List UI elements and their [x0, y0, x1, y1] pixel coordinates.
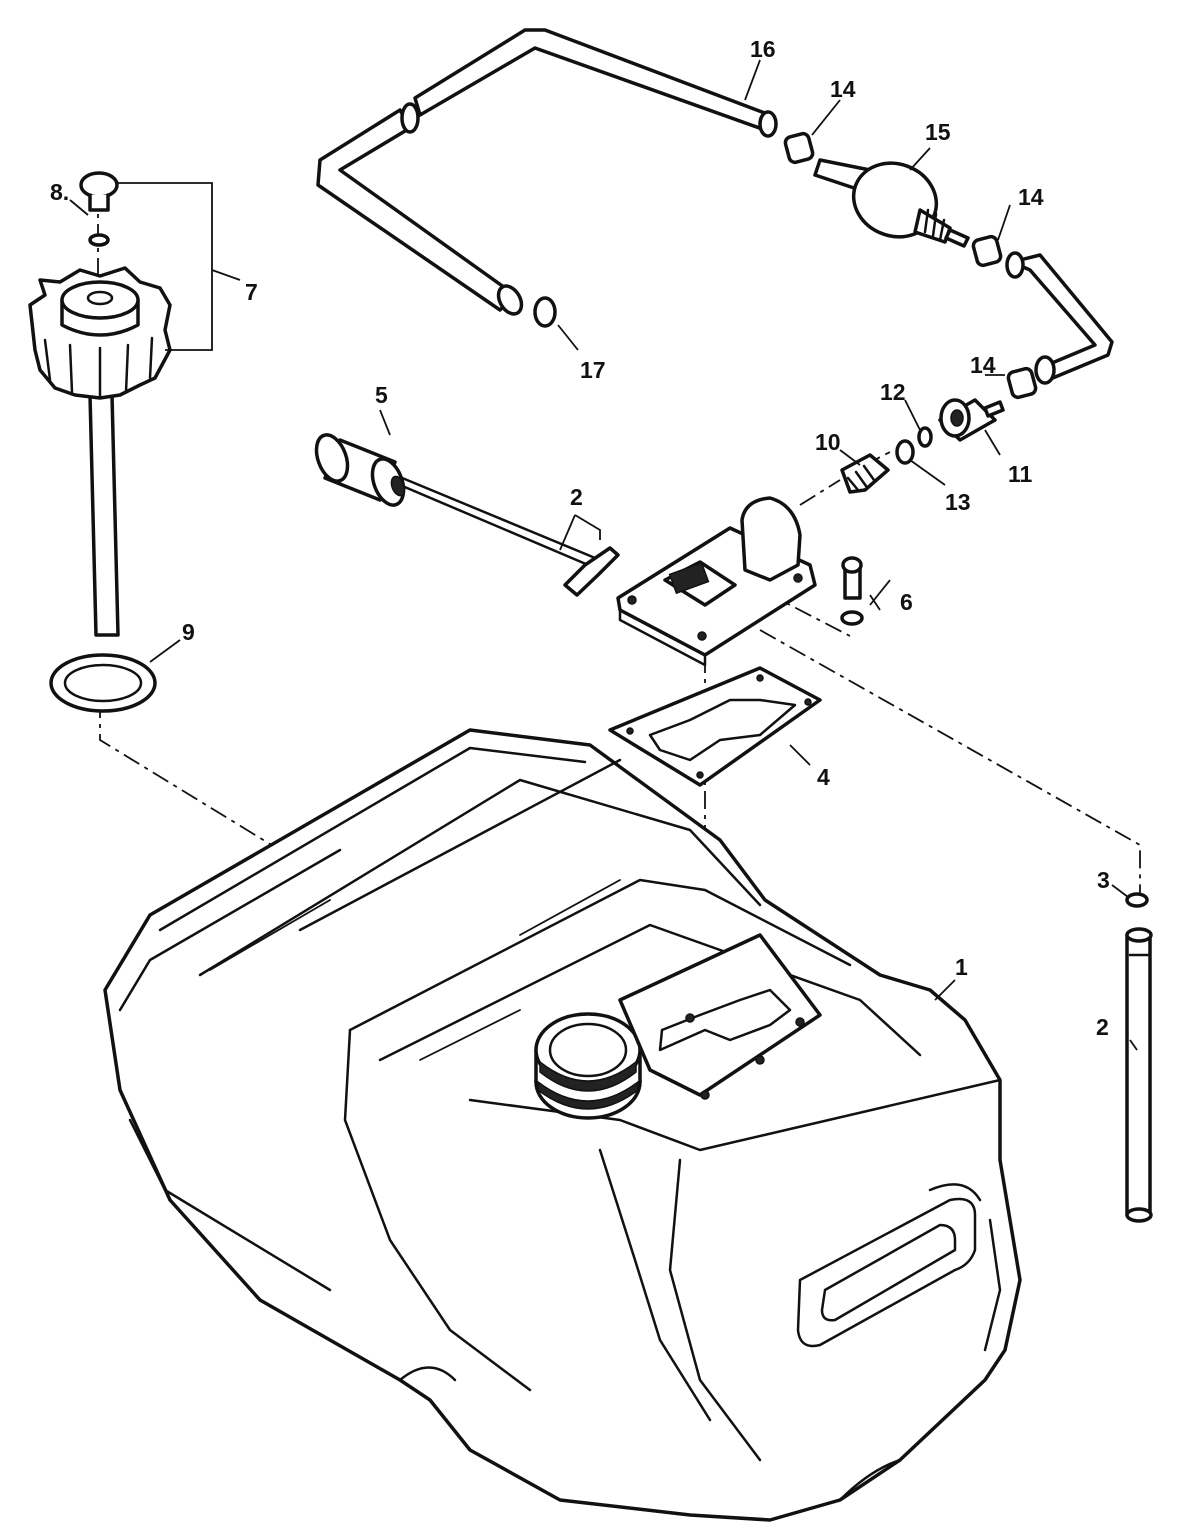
callout-9: 9 [182, 619, 195, 645]
callout-4: 4 [817, 764, 830, 790]
callout-12: 12 [880, 379, 906, 405]
callout-2-pickup-tube: 2 [1096, 1014, 1109, 1040]
tank-filler-neck [534, 1012, 642, 1120]
callout-10: 10 [815, 429, 841, 455]
callout-11: 11 [1008, 461, 1033, 487]
pickup-tube [1125, 892, 1153, 1223]
callout-14-lower: 14 [970, 352, 996, 378]
callout-labels: 1 2 2 3 4 5 6 7 8. 9 10 11 12 13 14 14 1… [50, 36, 1110, 1040]
gasket [608, 666, 822, 787]
callout-8: 8. [50, 179, 69, 205]
callout-14-top: 14 [830, 76, 856, 102]
leader-lines [69, 59, 1138, 1051]
callout-14-middle: 14 [1018, 184, 1044, 210]
fuel-tank [103, 728, 1022, 1522]
callout-13: 13 [945, 489, 971, 515]
callout-17: 17 [580, 357, 606, 383]
callout-6: 6 [900, 589, 913, 615]
filler-cap-assembly [28, 171, 172, 637]
fuel-line-assembly [316, 28, 1114, 494]
callout-16: 16 [750, 36, 776, 62]
tank-mounting-pad [618, 933, 822, 1100]
callout-1: 1 [955, 954, 968, 980]
callout-7: 7 [245, 279, 258, 305]
callout-15: 15 [925, 119, 951, 145]
callout-3: 3 [1097, 867, 1110, 893]
callout-5: 5 [375, 382, 388, 408]
screw-and-washer [840, 556, 864, 626]
callout-2-float-arm: 2 [570, 484, 583, 510]
fuel-pickup-assembly [314, 433, 817, 667]
o-ring [49, 653, 157, 713]
